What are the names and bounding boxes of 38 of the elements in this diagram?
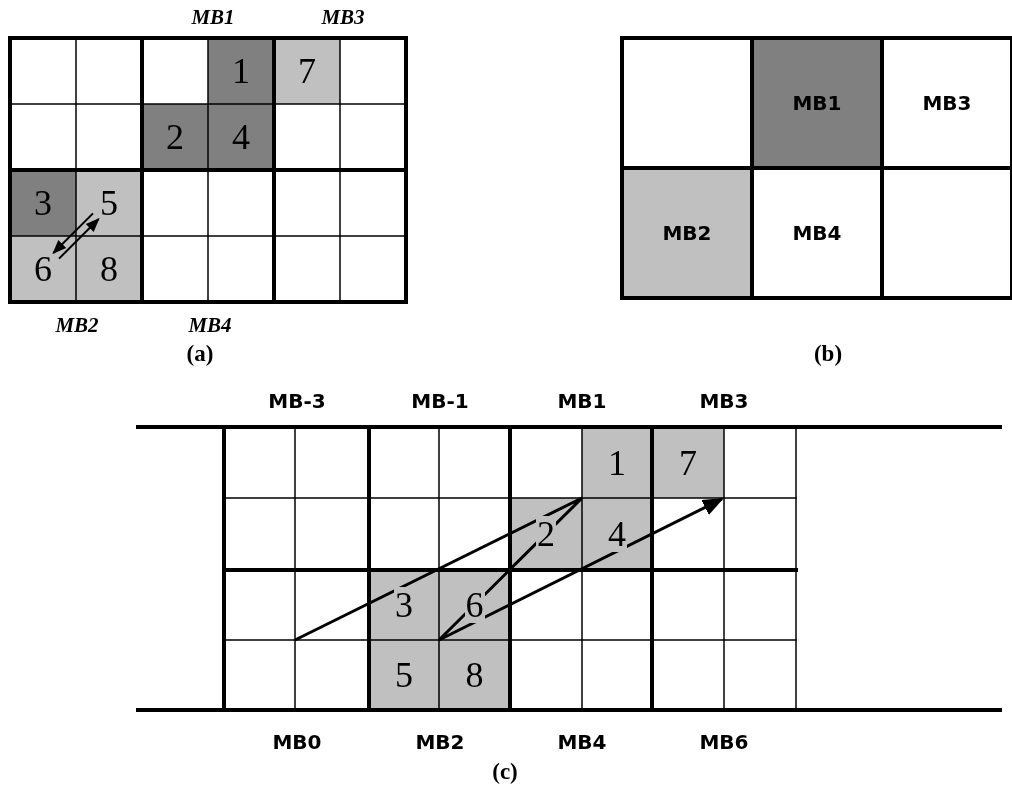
macroblock-label: MB6 [699, 730, 749, 754]
macroblock-label: MB1 [191, 4, 235, 30]
block-label: MB3 [922, 91, 972, 115]
macroblock-cell [752, 38, 882, 168]
macroblock-label: MB4 [557, 730, 607, 754]
macroblock-label: MB1 [557, 389, 607, 413]
scan-order-number: 3 [34, 182, 52, 224]
scan-order-number: 4 [232, 116, 250, 158]
shaded-cell [142, 104, 208, 170]
macroblock-label: MB3 [321, 4, 365, 30]
scan-order-number: 7 [298, 50, 316, 92]
shaded-cell [10, 170, 76, 236]
arrow [52, 212, 94, 254]
block-label: MB1 [792, 91, 842, 115]
macroblock-label: MB2 [415, 730, 465, 754]
macroblock-label: MB3 [699, 389, 749, 413]
scan-order-number: 2 [166, 116, 184, 158]
shaded-cell [274, 38, 340, 104]
block-label: MB2 [662, 221, 712, 245]
macroblock-label: MB-3 [268, 389, 326, 413]
scan-order-number: 1 [232, 50, 250, 92]
arrow [58, 218, 100, 260]
shaded-cell [208, 38, 274, 104]
macroblock-label: MB4 [188, 312, 232, 338]
macroblock-label: MB0 [272, 730, 322, 754]
shaded-cell [369, 570, 439, 640]
scan-order-number: 5 [100, 182, 118, 224]
panel-label: (c) [492, 759, 518, 785]
scan-order-number: 6 [34, 248, 52, 290]
shaded-cell [369, 640, 439, 710]
panel-label: (a) [186, 341, 214, 367]
macroblock-cell [622, 168, 752, 298]
block-label: MB4 [792, 221, 842, 245]
shaded-cell [652, 427, 724, 498]
macroblock-label: MB-1 [411, 389, 469, 413]
panel-label: (b) [813, 341, 843, 367]
macroblock-label: MB2 [55, 312, 99, 338]
scan-order-number: 8 [100, 248, 118, 290]
